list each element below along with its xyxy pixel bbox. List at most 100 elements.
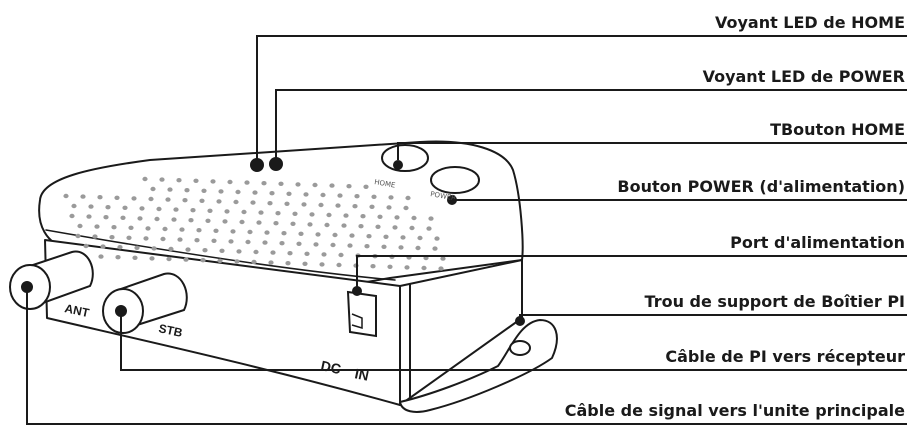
vent-hole [143, 236, 149, 241]
vent-hole [273, 221, 279, 226]
vent-hole [244, 180, 250, 185]
vent-hole [309, 212, 315, 217]
vent-hole [296, 241, 302, 246]
leader-home-led [256, 35, 907, 160]
vent-hole [228, 239, 234, 244]
vent-hole [346, 184, 352, 189]
vent-hole [381, 244, 387, 249]
leader-signal-cable [26, 287, 907, 425]
vent-hole [262, 240, 268, 245]
vent-hole [148, 196, 154, 202]
vent-hole [275, 211, 281, 216]
vent-hole [324, 222, 330, 228]
vent-hole [205, 218, 211, 223]
vent-hole [341, 223, 347, 228]
vent-hole [269, 191, 275, 196]
home-led-dot [250, 158, 264, 172]
mount-hole-shape [509, 316, 531, 356]
vent-hole [196, 228, 202, 233]
vent-hole [165, 197, 171, 202]
vent-hole [177, 237, 183, 242]
callout-mount-hole: Trou de support de Boîtier PI [645, 292, 905, 311]
vent-hole [383, 234, 389, 239]
power-led-dot [269, 157, 283, 171]
vent-hole [251, 259, 257, 265]
vent-hole [386, 205, 392, 210]
leader-pi-cable [120, 311, 907, 371]
vent-hole [98, 254, 104, 259]
power-button-shape[interactable] [430, 166, 480, 194]
vent-hole [213, 228, 219, 233]
vent-hole [338, 252, 344, 258]
vent-hole [304, 251, 310, 256]
callout-home-button: TBouton HOME [770, 120, 905, 139]
vent-hole [258, 210, 264, 215]
vent-hole [201, 188, 207, 193]
vent-hole [377, 214, 383, 219]
vent-hole [77, 223, 83, 229]
vent-hole [86, 214, 92, 219]
vent-hole [139, 206, 145, 211]
vent-hole [247, 229, 253, 235]
leds [250, 157, 283, 172]
vent-hole [337, 193, 343, 198]
vent-hole [330, 242, 336, 248]
vent-hole [190, 208, 196, 213]
vent-hole [411, 215, 417, 221]
vent-hole [281, 231, 287, 236]
vent-hole [261, 181, 267, 186]
vent-hole [358, 224, 364, 229]
vent-hole [193, 178, 199, 183]
vent-hole [202, 248, 208, 253]
top-buttons: HOME POWER [374, 144, 480, 205]
vent-hole [94, 224, 100, 229]
vent-hole [301, 202, 307, 207]
vent-hole [320, 192, 326, 198]
vent-hole [166, 256, 172, 262]
vent-hole [173, 207, 179, 212]
vent-hole [171, 217, 177, 222]
vent-hole [352, 204, 358, 209]
vent-hole [88, 204, 94, 209]
vent-hole [216, 199, 222, 204]
vent-hole [235, 189, 241, 195]
vent-hole [97, 195, 103, 200]
vent-hole [417, 235, 423, 241]
vent-hole [132, 255, 138, 260]
vent-hole [83, 243, 89, 249]
vent-hole [432, 246, 438, 251]
vent-hole [182, 198, 188, 203]
ant-label: ANT [63, 301, 91, 320]
vent-hole [370, 264, 376, 269]
vent-hole [128, 225, 134, 230]
vent-hole [230, 229, 236, 234]
vent-hole [233, 199, 239, 205]
vent-hole [179, 227, 185, 232]
vent-hole [434, 236, 440, 241]
vent-hole [440, 256, 446, 261]
vent-hole [335, 203, 341, 208]
vent-hole [256, 220, 262, 225]
vent-hole [405, 195, 411, 201]
vent-hole [184, 188, 190, 193]
vent-hole [286, 191, 292, 196]
vent-hole [92, 234, 98, 239]
vent-hole [336, 262, 342, 268]
vent-hole [245, 239, 251, 245]
vent-hole [131, 196, 137, 201]
vent-hole [150, 186, 156, 192]
vent-hole [267, 201, 273, 206]
vent-hole [364, 244, 370, 249]
vent-hole [159, 177, 165, 182]
vent-hole [69, 213, 75, 219]
home-button-shape[interactable] [381, 144, 429, 172]
vent-hole [295, 182, 301, 187]
vent-hole [313, 242, 319, 247]
vent-hole [363, 184, 369, 189]
vent-hole [270, 250, 276, 255]
vent-hole [292, 211, 298, 216]
leader-mount-hole [519, 314, 907, 321]
vent-hole [318, 202, 324, 208]
